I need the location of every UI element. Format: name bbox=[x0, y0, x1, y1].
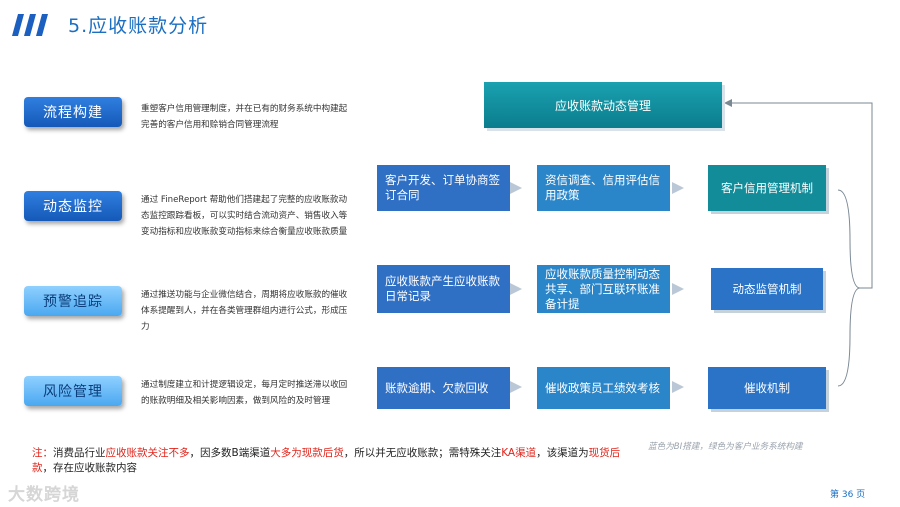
note-text-1: 消费品行业 bbox=[53, 447, 106, 459]
flow-row2-step1: 应收账款产生应收账款日常记录 bbox=[377, 265, 510, 313]
note-highlight-3: KA渠道 bbox=[501, 447, 537, 459]
flow-row1-step1: 客户开发、订单协商签订合同 bbox=[377, 165, 510, 211]
footnote: 注：消费品行业应收账款关注不多，因多数B端渠道大多为现款后货，所以并无应收账款；… bbox=[32, 446, 632, 476]
flow-row3-step1: 账款逾期、欠款回收 bbox=[377, 367, 510, 409]
desc-risk-manage: 通过制度建立和计提逻辑设定，每月定时推送滞以收回的账款明细及相关影响因素，做到风… bbox=[141, 380, 348, 406]
flow-row3-step2: 催收政策员工绩效考核 bbox=[537, 367, 670, 409]
top-box-ar-dynamic: 应收账款动态管理 bbox=[484, 82, 722, 128]
color-legend: 蓝色为BI搭建，绿色为客户业务系统构建 bbox=[648, 442, 803, 452]
pill-risk-manage: 风险管理 bbox=[24, 376, 122, 406]
note-highlight-2: 大多为现款后货 bbox=[270, 447, 344, 459]
note-highlight-4: 现货后款 bbox=[32, 447, 621, 474]
note-text-5: ，存在应收账款内容 bbox=[42, 462, 138, 474]
page-title: 5.应收账款分析 bbox=[68, 15, 209, 37]
mechanism-collection: 催收机制 bbox=[708, 367, 826, 409]
mechanism-dynamic-supervision: 动态监管机制 bbox=[711, 268, 823, 310]
desc-dynamic-monitor: 通过 FineReport 帮助他们搭建起了完整的应收账款动态监控跟踪看板，可以… bbox=[141, 195, 348, 237]
logo-bars-icon bbox=[12, 14, 50, 36]
note-text-3: ，所以并无应收账款；需特殊关注 bbox=[343, 447, 502, 459]
note-text-4: ，该渠道为 bbox=[536, 447, 589, 459]
desc-process-build: 重塑客户信用管理制度，并在已有的财务系统中构建起完善的客户信用和赊销合同管理流程 bbox=[141, 104, 348, 130]
flow-row2-step2: 应收账款质量控制动态共享、部门互联环账准备计提 bbox=[537, 265, 670, 313]
watermark-logo: 大数跨境 bbox=[8, 485, 80, 505]
pill-dynamic-monitor: 动态监控 bbox=[24, 191, 122, 221]
note-highlight-1: 应收账款关注不多 bbox=[105, 447, 190, 459]
pill-warning-track: 预警追踪 bbox=[24, 286, 122, 316]
page-number: 第 36 页 bbox=[830, 490, 866, 500]
note-prefix: 注： bbox=[32, 447, 53, 459]
desc-warning-track: 通过推送功能与企业微信结合，周期将应收账款的催收体系提醒到人，并在各类管理群组内… bbox=[141, 290, 348, 332]
flow-row1-step2: 资信调查、信用评估信用政策 bbox=[537, 165, 670, 211]
mechanism-credit: 客户信用管理机制 bbox=[708, 165, 826, 211]
pill-process-build: 流程构建 bbox=[24, 97, 122, 127]
note-text-2: ，因多数B端渠道 bbox=[189, 447, 271, 459]
